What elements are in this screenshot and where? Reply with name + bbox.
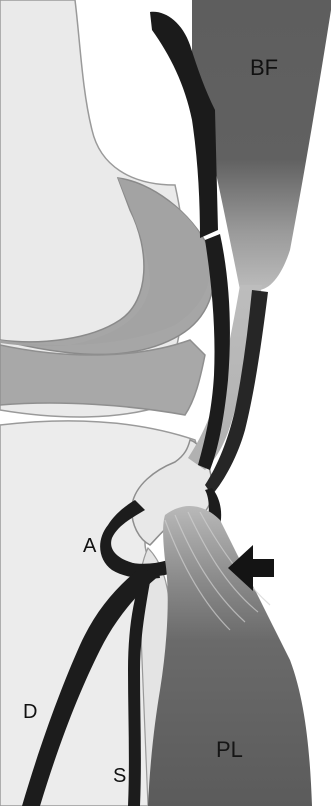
label-s: S — [113, 765, 126, 787]
label-bf: BF — [250, 55, 278, 80]
label-a: A — [83, 535, 97, 557]
label-pl: PL — [216, 737, 243, 762]
label-d: D — [23, 701, 37, 723]
